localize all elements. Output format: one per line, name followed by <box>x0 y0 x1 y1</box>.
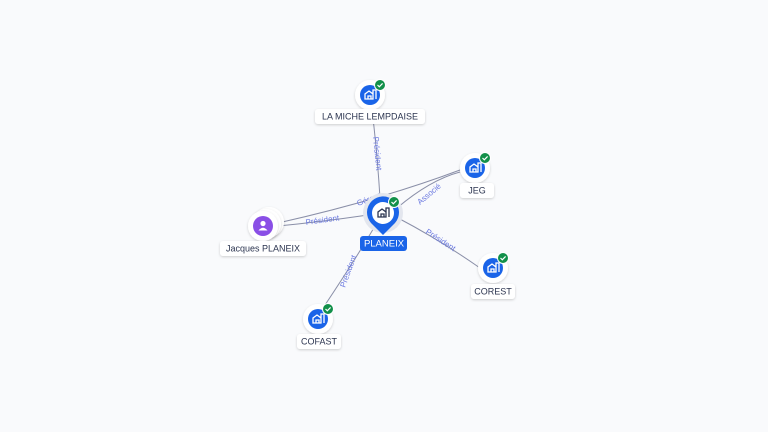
center-node-label: PLANEIX <box>364 239 405 250</box>
node-cofast[interactable]: COFAST <box>297 302 341 350</box>
node-la-miche-lempdaise[interactable]: LA MICHE LEMPDAISE <box>315 78 425 125</box>
verified-check-icon <box>373 78 387 92</box>
edge-cofast-planeix <box>324 225 376 306</box>
node-jacques-planeix[interactable]: Jacques PLANEIX <box>220 207 306 256</box>
edge-label: Président <box>338 253 358 289</box>
verified-check-icon <box>387 195 401 209</box>
edge-jacques-planeix <box>277 214 369 227</box>
node-corest[interactable]: COREST <box>471 251 515 300</box>
verified-check-icon <box>496 251 510 265</box>
node-label: COREST <box>474 287 512 297</box>
edge-label: Président <box>424 227 458 253</box>
edge-label: Président <box>371 136 384 171</box>
node-planeix-center[interactable]: PLANEIX <box>360 193 407 251</box>
node-jeg[interactable]: JEG <box>460 151 494 199</box>
node-label: JEG <box>468 186 486 196</box>
company-building-icon <box>377 207 390 218</box>
person-icon <box>258 220 268 231</box>
node-label: COFAST <box>301 337 338 347</box>
node-label: Jacques PLANEIX <box>226 244 300 254</box>
edge-planeix-corest <box>397 217 481 269</box>
verified-check-icon <box>321 302 335 316</box>
edge-planeix-jeg <box>396 171 461 209</box>
verified-check-icon <box>478 151 492 165</box>
node-label: LA MICHE LEMPDAISE <box>322 112 418 122</box>
